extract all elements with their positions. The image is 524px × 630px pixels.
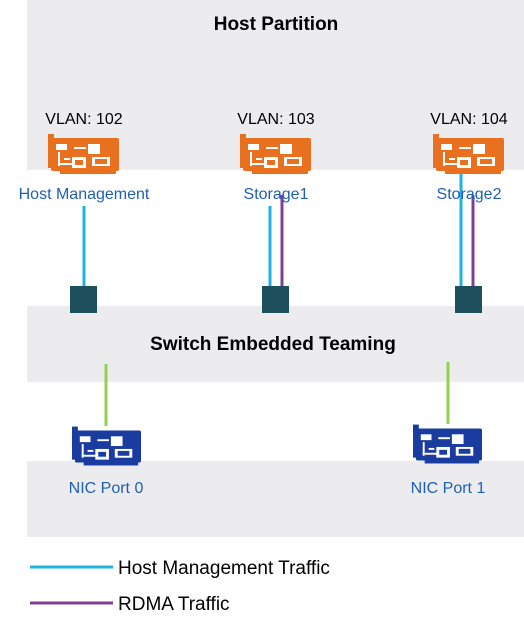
vlan-label-0: VLAN: 102 <box>45 111 122 128</box>
legend-label-host-management: Host Management Traffic <box>118 558 330 579</box>
set-port-0 <box>70 286 97 313</box>
physical-nic-icon-1 <box>413 424 483 464</box>
host-partition-title: Host Partition <box>214 14 339 35</box>
set-title: Switch Embedded Teaming <box>150 334 396 355</box>
set-port-2 <box>455 286 482 313</box>
physical-nic-label-0: NIC Port 0 <box>69 480 144 497</box>
vnic-card-icon-2 <box>433 134 504 174</box>
physical-nic-label-1: NIC Port 1 <box>411 480 486 497</box>
legend-label-rdma: RDMA Traffic <box>118 594 230 615</box>
vnic-label-0: Host Management <box>19 186 150 203</box>
vlan-label-2: VLAN: 104 <box>430 111 507 128</box>
nic-panel <box>27 461 524 537</box>
vnic-card-icon-0 <box>48 134 119 174</box>
vnic-card-icon-1 <box>240 134 311 174</box>
set-port-1 <box>262 286 289 313</box>
set-panel <box>27 306 524 382</box>
physical-nic-icon-0 <box>72 426 142 466</box>
vnic-label-2: Storage2 <box>437 186 502 203</box>
vnic-label-1: Storage1 <box>244 186 309 203</box>
vlan-label-1: VLAN: 103 <box>237 111 314 128</box>
